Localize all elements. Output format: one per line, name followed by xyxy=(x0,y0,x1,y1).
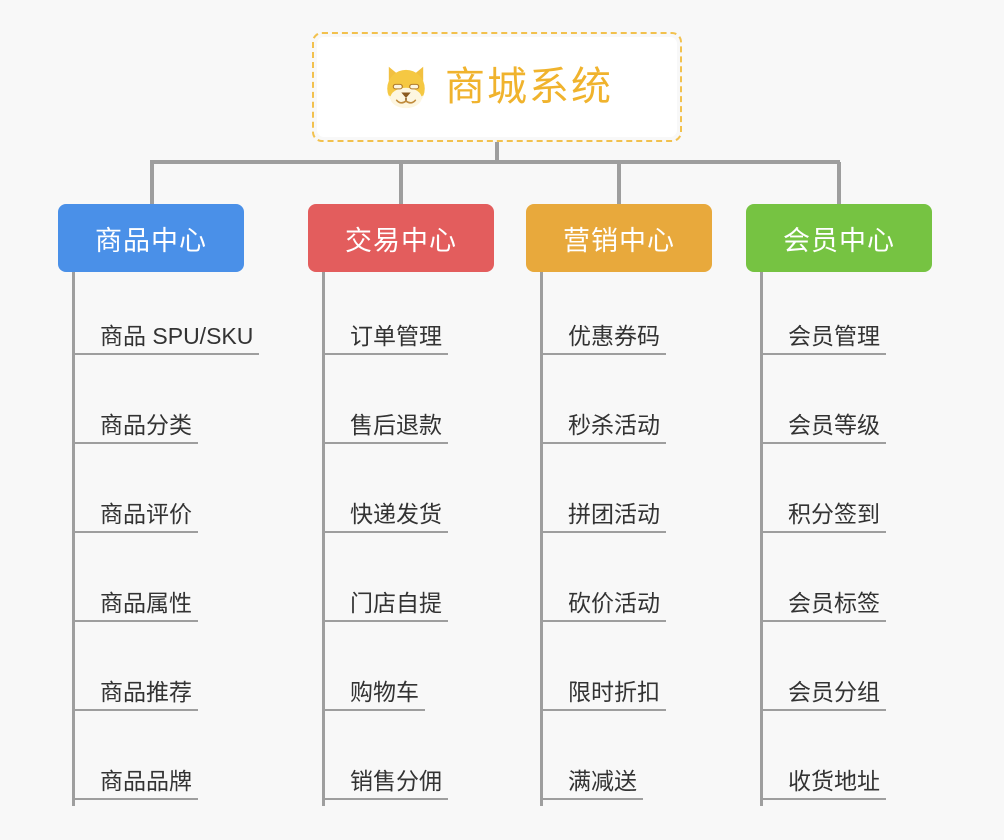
leaf-item[interactable]: 砍价活动 xyxy=(540,539,712,628)
branch-product-center: 商品中心 商品 SPU/SKU 商品分类 商品评价 商品属性 商品推荐 商品品牌 xyxy=(58,204,260,806)
leaf-item[interactable]: 会员管理 xyxy=(760,272,932,361)
leaf-label: 商品属性 xyxy=(75,590,198,622)
connector-drop-trade-center xyxy=(399,162,403,204)
connector-root-drop xyxy=(495,142,499,162)
leaf-label: 砍价活动 xyxy=(543,590,666,622)
leaf-label: 会员标签 xyxy=(763,590,886,622)
connector-drop-product-center xyxy=(150,162,154,204)
branch-trade-center: 交易中心 订单管理 售后退款 快递发货 门店自提 购物车 销售分佣 xyxy=(308,204,494,806)
leaf-label: 订单管理 xyxy=(325,323,448,355)
branch-items-marketing-center: 优惠券码 秒杀活动 拼团活动 砍价活动 限时折扣 满减送 xyxy=(526,272,712,806)
leaf-item[interactable]: 快递发货 xyxy=(322,450,494,539)
branch-marketing-center: 营销中心 优惠券码 秒杀活动 拼团活动 砍价活动 限时折扣 满减送 xyxy=(526,204,712,806)
leaf-label: 购物车 xyxy=(325,679,425,711)
leaf-item[interactable]: 优惠券码 xyxy=(540,272,712,361)
leaf-label: 门店自提 xyxy=(325,590,448,622)
leaf-label: 商品 SPU/SKU xyxy=(75,323,260,355)
branch-member-center: 会员中心 会员管理 会员等级 积分签到 会员标签 会员分组 收货地址 xyxy=(746,204,932,806)
root-node[interactable]: 商城系统 xyxy=(312,32,682,142)
leaf-item[interactable]: 秒杀活动 xyxy=(540,361,712,450)
leaf-label: 满减送 xyxy=(543,768,643,800)
leaf-item[interactable]: 积分签到 xyxy=(760,450,932,539)
connector-trunk-member-center xyxy=(760,272,763,806)
leaf-item[interactable]: 会员等级 xyxy=(760,361,932,450)
leaf-item[interactable]: 限时折扣 xyxy=(540,628,712,717)
leaf-label: 商品推荐 xyxy=(75,679,198,711)
leaf-item[interactable]: 商品评价 xyxy=(72,450,244,539)
leaf-label: 秒杀活动 xyxy=(543,412,666,444)
branch-header-marketing-center[interactable]: 营销中心 xyxy=(526,204,712,272)
branch-items-trade-center: 订单管理 售后退款 快递发货 门店自提 购物车 销售分佣 xyxy=(308,272,494,806)
leaf-label: 商品分类 xyxy=(75,412,198,444)
root-title: 商城系统 xyxy=(445,65,613,109)
leaf-item[interactable]: 购物车 xyxy=(322,628,494,717)
leaf-label: 优惠券码 xyxy=(543,323,666,355)
leaf-item[interactable]: 商品 SPU/SKU xyxy=(72,272,260,361)
leaf-item[interactable]: 收货地址 xyxy=(760,717,932,806)
connector-horizontal-bus xyxy=(150,160,840,164)
leaf-label: 会员等级 xyxy=(763,412,886,444)
connector-trunk-product-center xyxy=(72,272,75,806)
leaf-label: 会员管理 xyxy=(763,323,886,355)
leaf-item[interactable]: 拼团活动 xyxy=(540,450,712,539)
connector-drop-member-center xyxy=(837,162,841,204)
leaf-label: 商品评价 xyxy=(75,501,198,533)
leaf-label: 快递发货 xyxy=(325,501,448,533)
leaf-item[interactable]: 商品品牌 xyxy=(72,717,244,806)
leaf-label: 积分签到 xyxy=(763,501,886,533)
connector-drop-marketing-center xyxy=(617,162,621,204)
leaf-item[interactable]: 会员标签 xyxy=(760,539,932,628)
branch-items-product-center: 商品 SPU/SKU 商品分类 商品评价 商品属性 商品推荐 商品品牌 xyxy=(58,272,260,806)
branch-items-member-center: 会员管理 会员等级 积分签到 会员标签 会员分组 收货地址 xyxy=(746,272,932,806)
leaf-label: 会员分组 xyxy=(763,679,886,711)
connector-trunk-trade-center xyxy=(322,272,325,806)
leaf-item[interactable]: 商品推荐 xyxy=(72,628,244,717)
root-node-box: 商城系统 xyxy=(317,37,677,137)
connector-trunk-marketing-center xyxy=(540,272,543,806)
leaf-item[interactable]: 门店自提 xyxy=(322,539,494,628)
branch-header-member-center[interactable]: 会员中心 xyxy=(746,204,932,272)
leaf-label: 销售分佣 xyxy=(325,768,448,800)
leaf-item[interactable]: 商品属性 xyxy=(72,539,244,628)
leaf-label: 限时折扣 xyxy=(543,679,666,711)
leaf-item[interactable]: 销售分佣 xyxy=(322,717,494,806)
leaf-item[interactable]: 商品分类 xyxy=(72,361,244,450)
leaf-label: 商品品牌 xyxy=(75,768,198,800)
leaf-item[interactable]: 满减送 xyxy=(540,717,712,806)
leaf-item[interactable]: 订单管理 xyxy=(322,272,494,361)
leaf-item[interactable]: 会员分组 xyxy=(760,628,932,717)
leaf-item[interactable]: 售后退款 xyxy=(322,361,494,450)
leaf-label: 收货地址 xyxy=(763,768,886,800)
branch-header-trade-center[interactable]: 交易中心 xyxy=(308,204,494,272)
leaf-label: 拼团活动 xyxy=(543,501,666,533)
branch-header-product-center[interactable]: 商品中心 xyxy=(58,204,244,272)
leaf-label: 售后退款 xyxy=(325,412,448,444)
shiba-dog-face-icon xyxy=(387,66,425,109)
